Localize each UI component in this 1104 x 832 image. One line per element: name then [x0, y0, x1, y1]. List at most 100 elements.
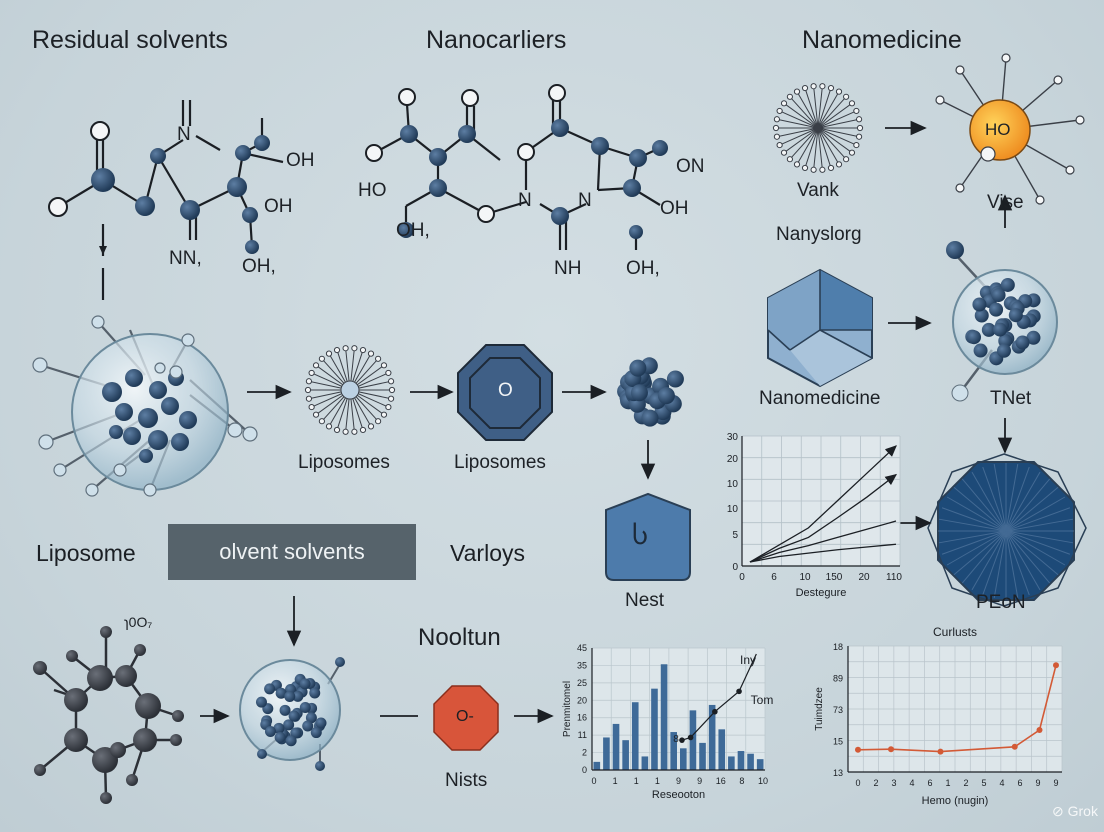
- radial-core: [813, 123, 823, 133]
- series-point: [888, 746, 894, 753]
- radial-node: [385, 403, 392, 411]
- radial-spoke: [817, 127, 860, 138]
- radial-node: [387, 378, 395, 385]
- series-line: [749, 543, 897, 563]
- radial-node: [801, 164, 809, 172]
- atom-label-n-2: N: [518, 190, 532, 211]
- radial-node: [318, 355, 325, 362]
- x-tick-label: 9: [697, 776, 702, 786]
- bar: [699, 742, 706, 770]
- stop-center-label: O-: [456, 708, 474, 725]
- peon-spoke: [1005, 530, 1041, 591]
- radial-node: [810, 83, 817, 90]
- radial-node: [333, 346, 341, 354]
- y-tick-label: 73: [833, 705, 843, 715]
- radial-node: [848, 149, 856, 156]
- radial-node: [772, 124, 780, 132]
- atom-label-oh-5: OH: [660, 198, 689, 219]
- peon-spoke: [1005, 463, 1019, 532]
- x-tick-label: 9: [1035, 778, 1040, 788]
- radial-node: [855, 116, 863, 123]
- x-tick-label: 0: [739, 572, 745, 583]
- x-tick-label: 6: [1017, 778, 1022, 788]
- series-line: [749, 520, 897, 563]
- radial-node: [827, 164, 835, 172]
- y-tick-label: 2: [582, 748, 587, 758]
- peon-spoke: [1005, 486, 1059, 532]
- radial-spoke: [776, 127, 819, 138]
- peon-spoke: [946, 496, 1007, 532]
- bar: [718, 729, 726, 770]
- x-tick-label: 1: [634, 776, 639, 786]
- series-point: [1036, 727, 1043, 733]
- atom-label-n-3: N: [578, 190, 592, 211]
- radial-node: [793, 88, 801, 95]
- bar: [756, 759, 764, 770]
- bar: [660, 664, 668, 770]
- radial-node: [325, 350, 333, 357]
- x-tick-label: 9: [676, 776, 681, 786]
- liposome-radial-1: [304, 345, 396, 435]
- atom-label-n: N: [177, 124, 191, 145]
- radial-spoke: [779, 127, 819, 146]
- cluster-atom: [1000, 277, 1015, 292]
- y-tick-label: 20: [577, 695, 587, 705]
- peon-spoke: [938, 530, 1007, 544]
- y-axis-label: Prenmitomel: [562, 681, 573, 737]
- radial-node: [359, 346, 367, 354]
- bar: [708, 704, 716, 770]
- liposome-sphere-small: [239, 657, 345, 771]
- peon-spoke: [946, 530, 1007, 566]
- series-point: [937, 748, 944, 755]
- radial-node: [305, 378, 313, 385]
- cluster-atom: [264, 683, 276, 695]
- radial-node: [304, 386, 312, 394]
- peon-spoke: [961, 530, 1007, 584]
- nest-icon-glyph: Ⴑ: [632, 520, 649, 550]
- radial-node: [855, 133, 863, 140]
- radial-node: [385, 369, 392, 377]
- y-tick-label: 11: [578, 730, 587, 740]
- radial-spoke: [804, 87, 819, 129]
- x-tick-label: 1: [613, 776, 618, 786]
- radial-spoke: [817, 91, 840, 129]
- x-tick-label: 110: [886, 572, 902, 583]
- radial-node: [810, 166, 817, 173]
- atom-label-on: ON: [676, 156, 705, 177]
- cluster-atom: [1008, 308, 1023, 323]
- x-tick-label: 1: [945, 778, 950, 788]
- octagon-center-label: O: [498, 380, 513, 401]
- x-tick-label: 10: [758, 776, 768, 786]
- x-tick-label: 3: [891, 778, 896, 788]
- label-nest: Nest: [625, 590, 665, 611]
- liposome-sphere-large: [32, 315, 258, 497]
- radial-node: [856, 124, 864, 132]
- y-tick-label: 10: [727, 479, 739, 490]
- atom-label-oh-4: OH,: [396, 220, 430, 241]
- peon-spoke: [1005, 530, 1019, 599]
- bar: [737, 751, 745, 770]
- radial-node: [780, 149, 788, 156]
- cluster-atom: [992, 322, 1007, 337]
- radial-spoke: [789, 127, 819, 160]
- radial-node: [367, 350, 375, 357]
- y-axis-label: Tuimdzee: [814, 687, 825, 731]
- heading-residual-solvents: Residual solvents: [32, 26, 228, 54]
- peon-spoke: [1005, 496, 1066, 532]
- radial-core: [340, 380, 360, 400]
- cluster-atom: [284, 691, 296, 703]
- label-varloys: Varloys: [450, 540, 525, 566]
- bar: [680, 748, 687, 770]
- radial-spoke: [813, 127, 819, 170]
- radial-node: [312, 362, 320, 369]
- radial-node: [853, 141, 860, 149]
- radial-node: [843, 156, 850, 163]
- peon-spoke: [1005, 530, 1071, 555]
- radial-spoke: [796, 91, 819, 129]
- cluster-atom: [299, 702, 311, 714]
- cluster-atom: [967, 330, 982, 345]
- annotation-tom: Tom: [751, 693, 774, 707]
- label-formula: ɿ0O₇: [124, 614, 153, 630]
- watermark-text: Grok: [1067, 803, 1098, 819]
